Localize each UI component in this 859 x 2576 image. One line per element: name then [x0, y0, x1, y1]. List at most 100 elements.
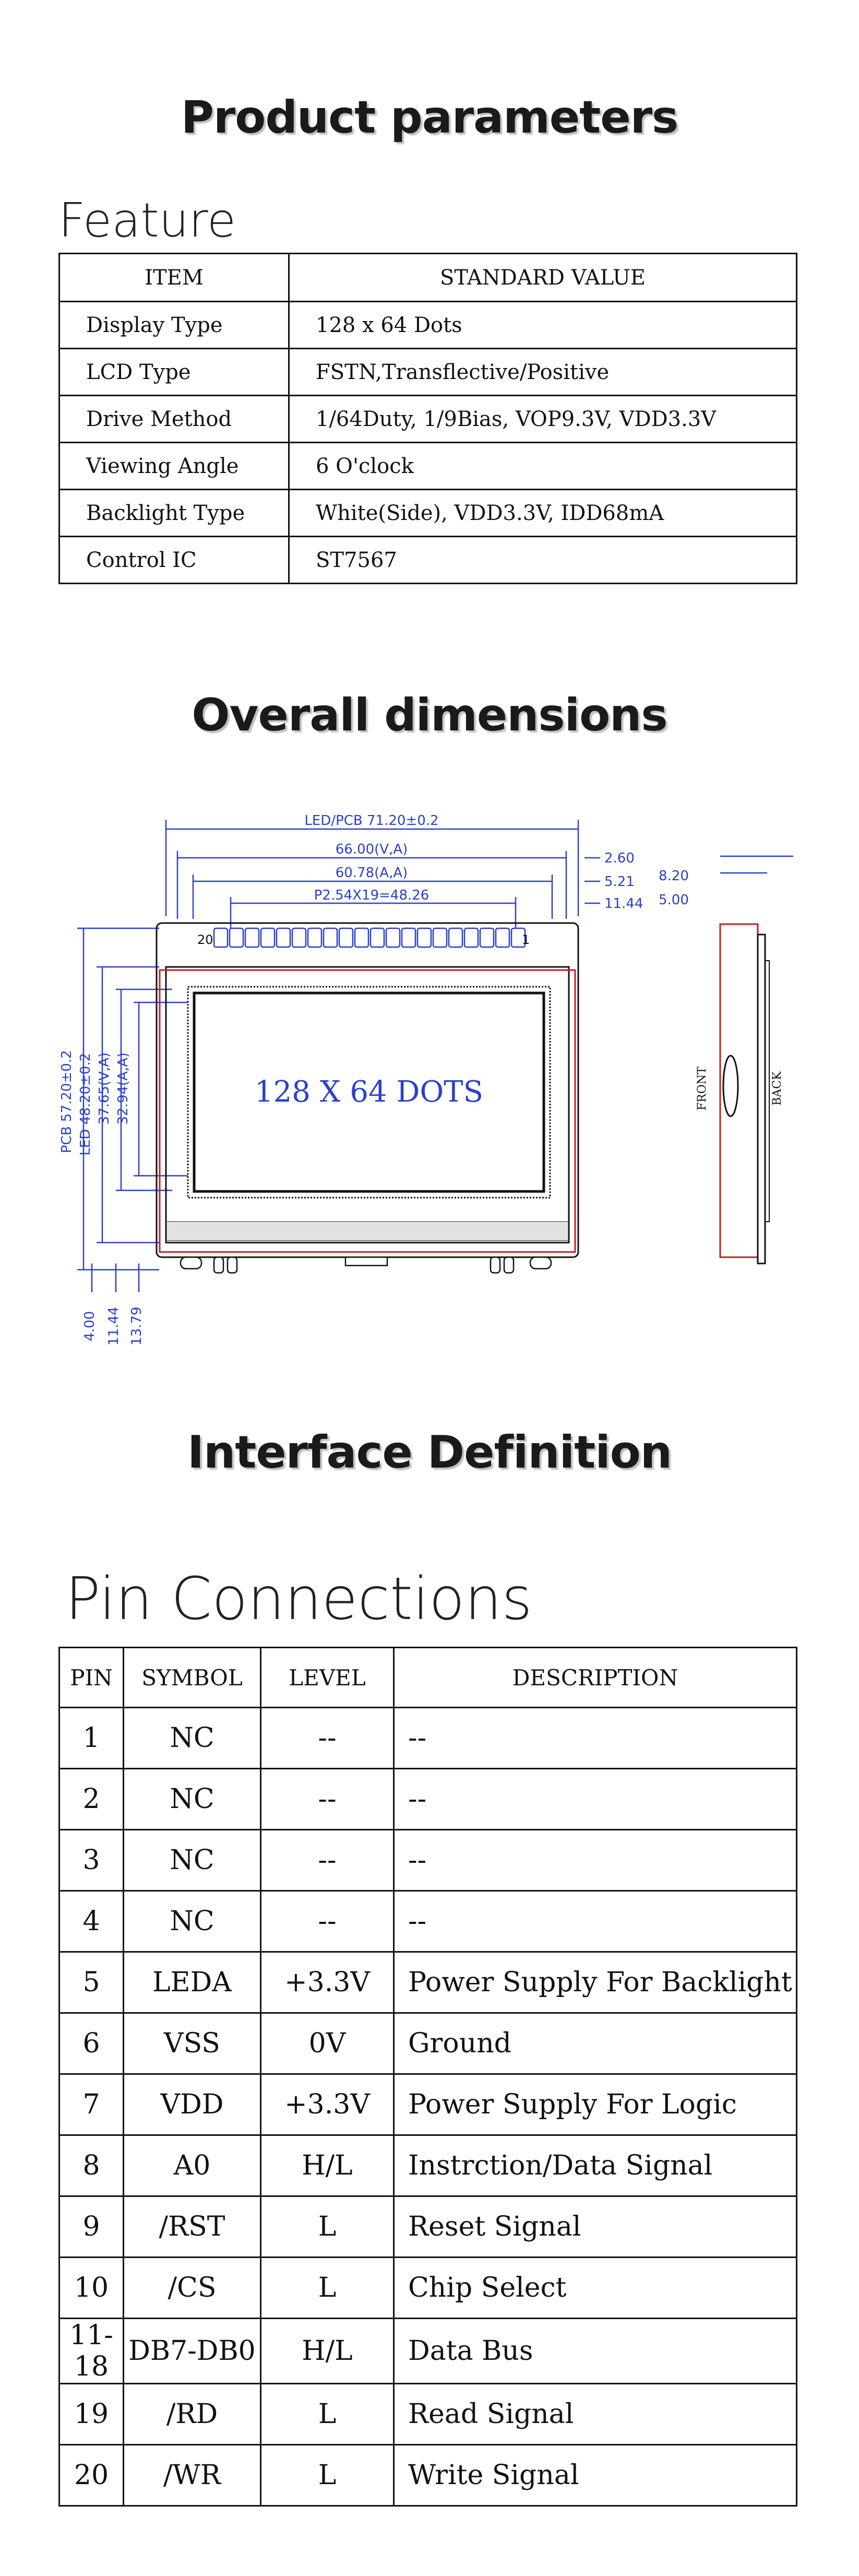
pin-number: 4: [58, 1890, 124, 1953]
feature-value: 6 O'clock: [288, 442, 797, 490]
pin-description: Write Signal: [393, 2444, 797, 2507]
pin-number: 5: [58, 1951, 124, 2014]
feature-value: White(Side), VDD3.3V, IDD68mA: [288, 489, 797, 537]
side-view: FRONT BACK: [696, 923, 784, 1265]
feature-item: Viewing Angle: [58, 442, 290, 490]
feature-col-value: STANDARD VALUE: [288, 253, 797, 302]
pin-level: --: [260, 1890, 395, 1953]
pin-description: --: [393, 1890, 797, 1953]
pin-level: +3.3V: [260, 1951, 395, 2014]
viewing-area: [187, 986, 551, 1199]
pin-number: 8: [58, 2134, 124, 2197]
pin-description: Chip Select: [393, 2256, 797, 2319]
feature-item: Display Type: [58, 301, 290, 349]
dim-bottom-3: 13.79: [129, 1307, 145, 1345]
dim-side-2: 5.00: [659, 892, 689, 908]
pcb-outline: [159, 969, 576, 1253]
pin-level: H/L: [260, 2318, 395, 2384]
feature-table-header: ITEM STANDARD VALUE: [58, 253, 797, 302]
pin-description: Read Signal: [393, 2383, 797, 2445]
pin-description: Reset Signal: [393, 2195, 797, 2258]
pin-description: Instrction/Data Signal: [393, 2134, 797, 2197]
back-label: BACK: [771, 1071, 784, 1106]
pin-symbol: /RD: [123, 2383, 261, 2445]
dim-led-height: LED 48.20±0.2: [78, 1053, 93, 1156]
pin-symbol: NC: [123, 1829, 261, 1892]
dim-aa-width: 60.78(A,A): [336, 865, 408, 881]
dim-right-1: 2.60: [604, 850, 635, 866]
feature-item: Backlight Type: [58, 489, 290, 537]
dim-va-width: 66.00(V,A): [336, 842, 408, 857]
dim-side-1: 8.20: [659, 868, 689, 884]
feature-value: 1/64Duty, 1/9Bias, VOP9.3V, VDD3.3V: [288, 395, 797, 443]
pin-symbol: NC: [123, 1890, 261, 1953]
pin-level: L: [260, 2383, 395, 2445]
pin-level: L: [260, 2256, 395, 2319]
pin-number: 11-18: [58, 2318, 124, 2384]
heading-pin-connections: Pin Connections: [65, 1565, 532, 1633]
pin-symbol: /WR: [123, 2444, 261, 2507]
pin-symbol: DB7-DB0: [123, 2318, 261, 2384]
feature-col-item: ITEM: [58, 253, 290, 302]
pin-number: 6: [58, 2012, 124, 2075]
dim-bottom-1: 4.00: [82, 1311, 98, 1341]
pin-level: +3.3V: [260, 2073, 395, 2136]
pin-level: H/L: [260, 2134, 395, 2197]
dim-right-3: 11.44: [604, 896, 643, 912]
heading-interface-definition: Interface Definition: [187, 1426, 672, 1479]
pin-header: [213, 927, 526, 948]
pin-number: 7: [58, 2073, 124, 2136]
pin-description: --: [393, 1768, 797, 1830]
hatched-strip: [167, 1221, 568, 1241]
pin-number: 1: [58, 1707, 124, 1769]
pin-level: 0V: [260, 2012, 395, 2075]
dimension-drawing: LED/PCB 71.20±0.2 66.00(V,A) 60.78(A,A) …: [59, 813, 793, 1345]
screen-text: 128 X 64 DOTS: [255, 1075, 483, 1109]
heading-product-parameters: Product parameters: [181, 91, 678, 144]
dim-led-pcb-width: LED/PCB 71.20±0.2: [304, 813, 438, 829]
pin-level: --: [260, 1768, 395, 1830]
pin-level: --: [260, 1707, 395, 1769]
pin-20-label: 20: [197, 932, 213, 947]
feature-value: 128 x 64 Dots: [288, 301, 797, 349]
dim-va-height: 37.65(V,A): [97, 1053, 112, 1125]
description-col: DESCRIPTION: [393, 1647, 797, 1708]
feature-item: Drive Method: [58, 395, 290, 443]
pin-level: L: [260, 2195, 395, 2258]
front-label: FRONT: [696, 1067, 709, 1110]
pin-description: Data Bus: [393, 2318, 797, 2384]
heading-overall-dimensions: Overall dimensions: [192, 689, 667, 741]
dim-aa-height: 32.94(A,A): [115, 1053, 131, 1125]
pin-symbol: NC: [123, 1768, 261, 1830]
pin-symbol: /CS: [123, 2256, 261, 2319]
pin-symbol: NC: [123, 1707, 261, 1769]
active-area: [193, 991, 545, 1193]
feature-item: LCD Type: [58, 348, 290, 396]
pin-table-header: PIN SYMBOL LEVEL DESCRIPTION: [58, 1647, 797, 1708]
pin-description: Power Supply For Logic: [393, 2073, 797, 2136]
pin-symbol: LEDA: [123, 1951, 261, 2014]
pin-description: Power Supply For Backlight: [393, 1951, 797, 2014]
symbol-col: SYMBOL: [123, 1647, 261, 1708]
dim-pin-pitch: P2.54X19=48.26: [314, 888, 430, 903]
pin-number: 9: [58, 2195, 124, 2258]
pin-description: --: [393, 1829, 797, 1892]
pin-number: 19: [58, 2383, 124, 2445]
pin-symbol: VDD: [123, 2073, 261, 2136]
